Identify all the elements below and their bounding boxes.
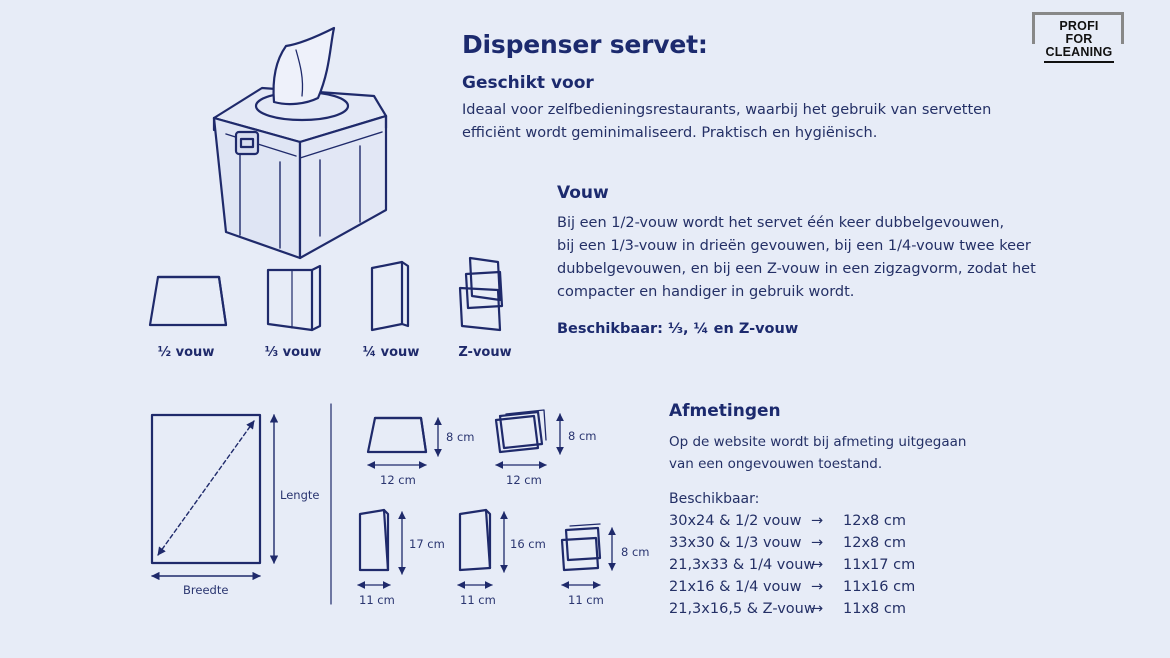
dimensions-table: 30x24 & 1/2 vouw → 12x8 cm 33x30 & 1/3 v… [669,510,969,622]
dimension-result: 12x8 cm [843,513,906,529]
fold-label-z: Z-vouw [458,345,512,360]
logo-underline [1044,61,1114,63]
quarter-fold-icon [370,260,410,332]
page-title: Dispenser servet: [462,30,708,59]
dimensions-row: 21,3x33 & 1/4 vouw → 11x17 cm [669,554,969,576]
folded-z-bottom-icon [560,523,616,589]
fold-label-half: ½ vouw [157,345,215,360]
fold-text: Bij een 1/2-vouw wordt het servet één ke… [557,212,1036,304]
suitable-line: efficiënt wordt geminimaliseerd. Praktis… [462,125,878,141]
arrow-icon: → [811,513,824,529]
dimension-size: 21,3x33 & 1/4 vouw [669,557,816,573]
arrow-icon: → [811,535,824,551]
z-bottom-height-label: 8 cm [621,545,650,559]
logo-line-2: FOR [1065,32,1093,46]
dimension-size: 30x24 & 1/2 vouw [669,513,802,529]
folded-half-icon [366,416,442,469]
dimension-result: 11x8 cm [843,601,906,617]
logo-frame [1032,12,1124,44]
dimensions-row: 33x30 & 1/3 vouw → 12x8 cm [669,532,969,554]
half-width-label: 12 cm [380,473,416,487]
quarter-width-label: 11 cm [460,593,496,607]
fold-line: bij een 1/3-vouw in drieën gevouwen, bij… [557,238,1031,254]
suitable-line: Ideaal voor zelfbedieningsrestaurants, w… [462,102,992,118]
third-width-label: 11 cm [359,593,395,607]
folded-third-icon [357,508,406,589]
dimensions-line: van een ongevouwen toestand. [669,456,883,472]
half-fold-icon [148,275,228,327]
z-bottom-width-label: 11 cm [568,593,604,607]
fold-line: Bij een 1/2-vouw wordt het servet één ke… [557,215,1005,231]
arrow-icon: → [811,579,824,595]
dimensions-line: Op de website wordt bij afmeting uitgega… [669,434,967,450]
dimension-result: 12x8 cm [843,535,906,551]
unfolded-napkin-illustration [150,413,279,581]
half-height-label: 8 cm [446,430,475,444]
dispenser-illustration [212,26,388,260]
dimensions-row: 21,3x16,5 & Z-vouw → 11x8 cm [669,598,969,620]
arrow-icon: → [811,601,824,617]
dimension-size: 21x16 & 1/4 vouw [669,579,802,595]
folded-quarter-icon [457,508,508,589]
dimensions-row: 30x24 & 1/2 vouw → 12x8 cm [669,510,969,532]
dimensions-heading: Afmetingen [669,401,781,421]
logo-line-3: CLEANING [1045,45,1113,59]
fold-line: compacter en handiger in gebruik wordt. [557,284,855,300]
third-height-label: 17 cm [409,537,445,551]
logo-line-1: PROFI [1044,20,1114,33]
suitable-text: Ideaal voor zelfbedieningsrestaurants, w… [462,99,991,145]
dimension-result: 11x17 cm [843,557,916,573]
dimension-size: 33x30 & 1/3 vouw [669,535,802,551]
dimension-result: 11x16 cm [843,579,916,595]
z-fold-icon [458,256,504,332]
dimensions-available-label: Beschikbaar: [669,491,760,507]
arrow-icon: → [811,557,824,573]
dimensions-row: 21x16 & 1/4 vouw → 11x16 cm [669,576,969,598]
fold-line: dubbelgevouwen, en bij een Z-vouw in een… [557,261,1036,277]
dimension-size: 21,3x16,5 & Z-vouw [669,601,816,617]
fold-label-third: ⅓ vouw [264,345,322,360]
third-fold-icon [266,264,322,332]
quarter-height-label: 16 cm [510,537,546,551]
profi-for-cleaning-logo: PROFI FOR CLEANING [1032,12,1126,63]
folded-z-top-icon [494,409,564,469]
z-top-height-label: 8 cm [568,429,597,443]
dimensions-text: Op de website wordt bij afmeting uitgega… [669,431,966,475]
width-label: Breedte [183,583,229,597]
fold-heading: Vouw [557,183,609,203]
fold-label-quarter: ¼ vouw [362,345,420,360]
suitable-heading: Geschikt voor [462,73,594,93]
length-label: Lengte [280,488,320,502]
z-top-width-label: 12 cm [506,473,542,487]
fold-available: Beschikbaar: ⅓, ¼ en Z-vouw [557,321,799,337]
